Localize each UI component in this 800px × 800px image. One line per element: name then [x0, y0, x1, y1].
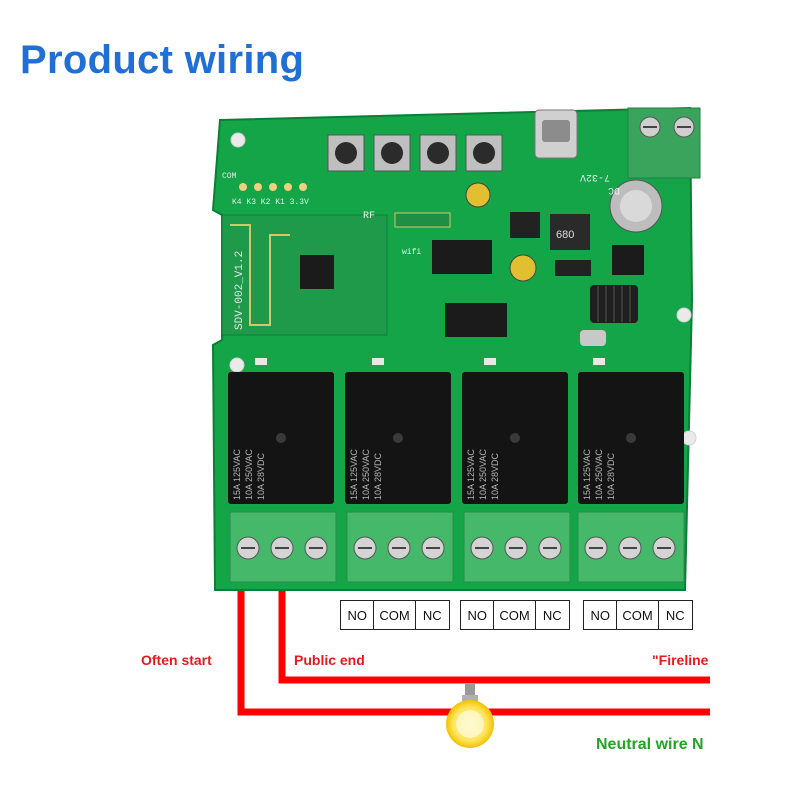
- relays: 15A 125VAC 10A 250VAC 10A 28VDC 15A 125V…: [228, 372, 684, 504]
- pin-header: K4 K3 K2 K1 3.3V COM: [222, 172, 451, 228]
- neutral-wire-label: Neutral wire N: [596, 736, 704, 753]
- wiring: [237, 588, 710, 716]
- svg-text:10A 28VDC: 10A 28VDC: [606, 452, 616, 500]
- power-silkscreen: 7-32V: [580, 171, 610, 182]
- svg-text:10A 250VAC: 10A 250VAC: [361, 449, 371, 500]
- wifi-module: SDV-002_V1.2: [221, 214, 388, 336]
- dc-silkscreen: DC: [608, 184, 620, 195]
- often-start-label: Often start: [141, 652, 212, 668]
- ic-chip-2: [445, 303, 507, 337]
- terminal-labels-group-2: NO COM NC: [460, 600, 570, 630]
- rf-antenna: [580, 285, 638, 346]
- capacitor-small: [465, 182, 491, 208]
- svg-text:10A 250VAC: 10A 250VAC: [594, 449, 604, 500]
- screw-terminals: [229, 511, 685, 583]
- terminal-label-no: NO: [467, 607, 487, 623]
- com-silkscreen: COM: [222, 172, 237, 181]
- relay-4: 15A 125VAC 10A 250VAC 10A 28VDC: [578, 372, 684, 504]
- relay-3: 15A 125VAC 10A 250VAC 10A 28VDC: [462, 372, 568, 504]
- ic-chip-3: [612, 245, 644, 275]
- light-bulb-icon: [446, 684, 494, 748]
- module-silkscreen: SDV-002_V1.2: [234, 251, 246, 330]
- svg-text:15A 125VAC: 15A 125VAC: [349, 449, 359, 500]
- svg-text:15A 125VAC: 15A 125VAC: [466, 449, 476, 500]
- relay-2: 15A 125VAC 10A 250VAC 10A 28VDC: [345, 372, 451, 504]
- public-end-wire: [278, 588, 710, 684]
- power-terminal: [627, 107, 701, 179]
- relay-1: 15A 125VAC 10A 250VAC 10A 28VDC: [228, 372, 334, 504]
- terminal-label-nc: NC: [657, 601, 692, 629]
- terminal-label-nc: NC: [534, 601, 569, 629]
- svg-text:10A 28VDC: 10A 28VDC: [373, 452, 383, 500]
- inductor: [550, 214, 590, 250]
- terminal-label-com: COM: [373, 601, 414, 629]
- svg-text:10A 28VDC: 10A 28VDC: [256, 452, 266, 500]
- ic-chip-1: [432, 240, 492, 274]
- svg-text:15A 125VAC: 15A 125VAC: [582, 449, 592, 500]
- public-end-label: Public end: [294, 652, 365, 668]
- rf-silkscreen: RF: [363, 211, 375, 222]
- terminal-labels-group-3: NO COM NC: [583, 600, 693, 630]
- wifi-silkscreen: wifi: [402, 248, 421, 257]
- svg-text:15A 125VAC: 15A 125VAC: [232, 449, 242, 500]
- terminal-label-no: NO: [590, 607, 610, 623]
- svg-text:10A 250VAC: 10A 250VAC: [244, 449, 254, 500]
- svg-text:10A 28VDC: 10A 28VDC: [490, 452, 500, 500]
- fireline-label: "Fireline: [652, 652, 709, 668]
- inductor-label: 680: [556, 229, 574, 241]
- often-start-wire: [237, 588, 710, 716]
- push-buttons: [327, 134, 503, 172]
- terminal-label-nc: NC: [414, 601, 449, 629]
- pins-silkscreen: K4 K3 K2 K1 3.3V: [232, 198, 309, 207]
- terminal-label-no: NO: [347, 607, 367, 623]
- terminal-labels-group-1: NO COM NC: [340, 600, 450, 630]
- svg-text:10A 250VAC: 10A 250VAC: [478, 449, 488, 500]
- terminal-label-com: COM: [616, 601, 657, 629]
- terminal-label-com: COM: [493, 601, 534, 629]
- page-title: Product wiring: [20, 38, 305, 82]
